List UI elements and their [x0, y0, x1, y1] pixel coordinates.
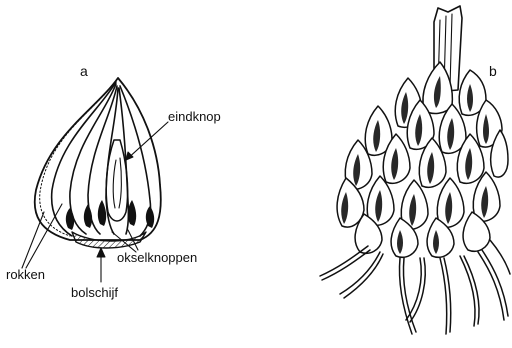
- bulb-exterior: [320, 6, 510, 334]
- leader-rokken-1: [22, 212, 44, 268]
- label-bolschijf: bolschijf: [71, 286, 118, 299]
- panel-b-letter: b: [489, 64, 497, 78]
- label-eindknop: eindknop: [168, 110, 221, 123]
- terminal-bud-inner: [113, 158, 121, 208]
- leader-eindknop-head: [126, 152, 133, 160]
- outer-tunic: [35, 78, 161, 240]
- bulblet-scales: [337, 62, 508, 257]
- label-okselknoppen: okselknoppen: [117, 251, 197, 264]
- roots: [320, 240, 510, 334]
- panel-a-letter: a: [80, 64, 88, 78]
- label-rokken: rokken: [6, 268, 45, 281]
- leader-bolschijf-head: [97, 248, 105, 257]
